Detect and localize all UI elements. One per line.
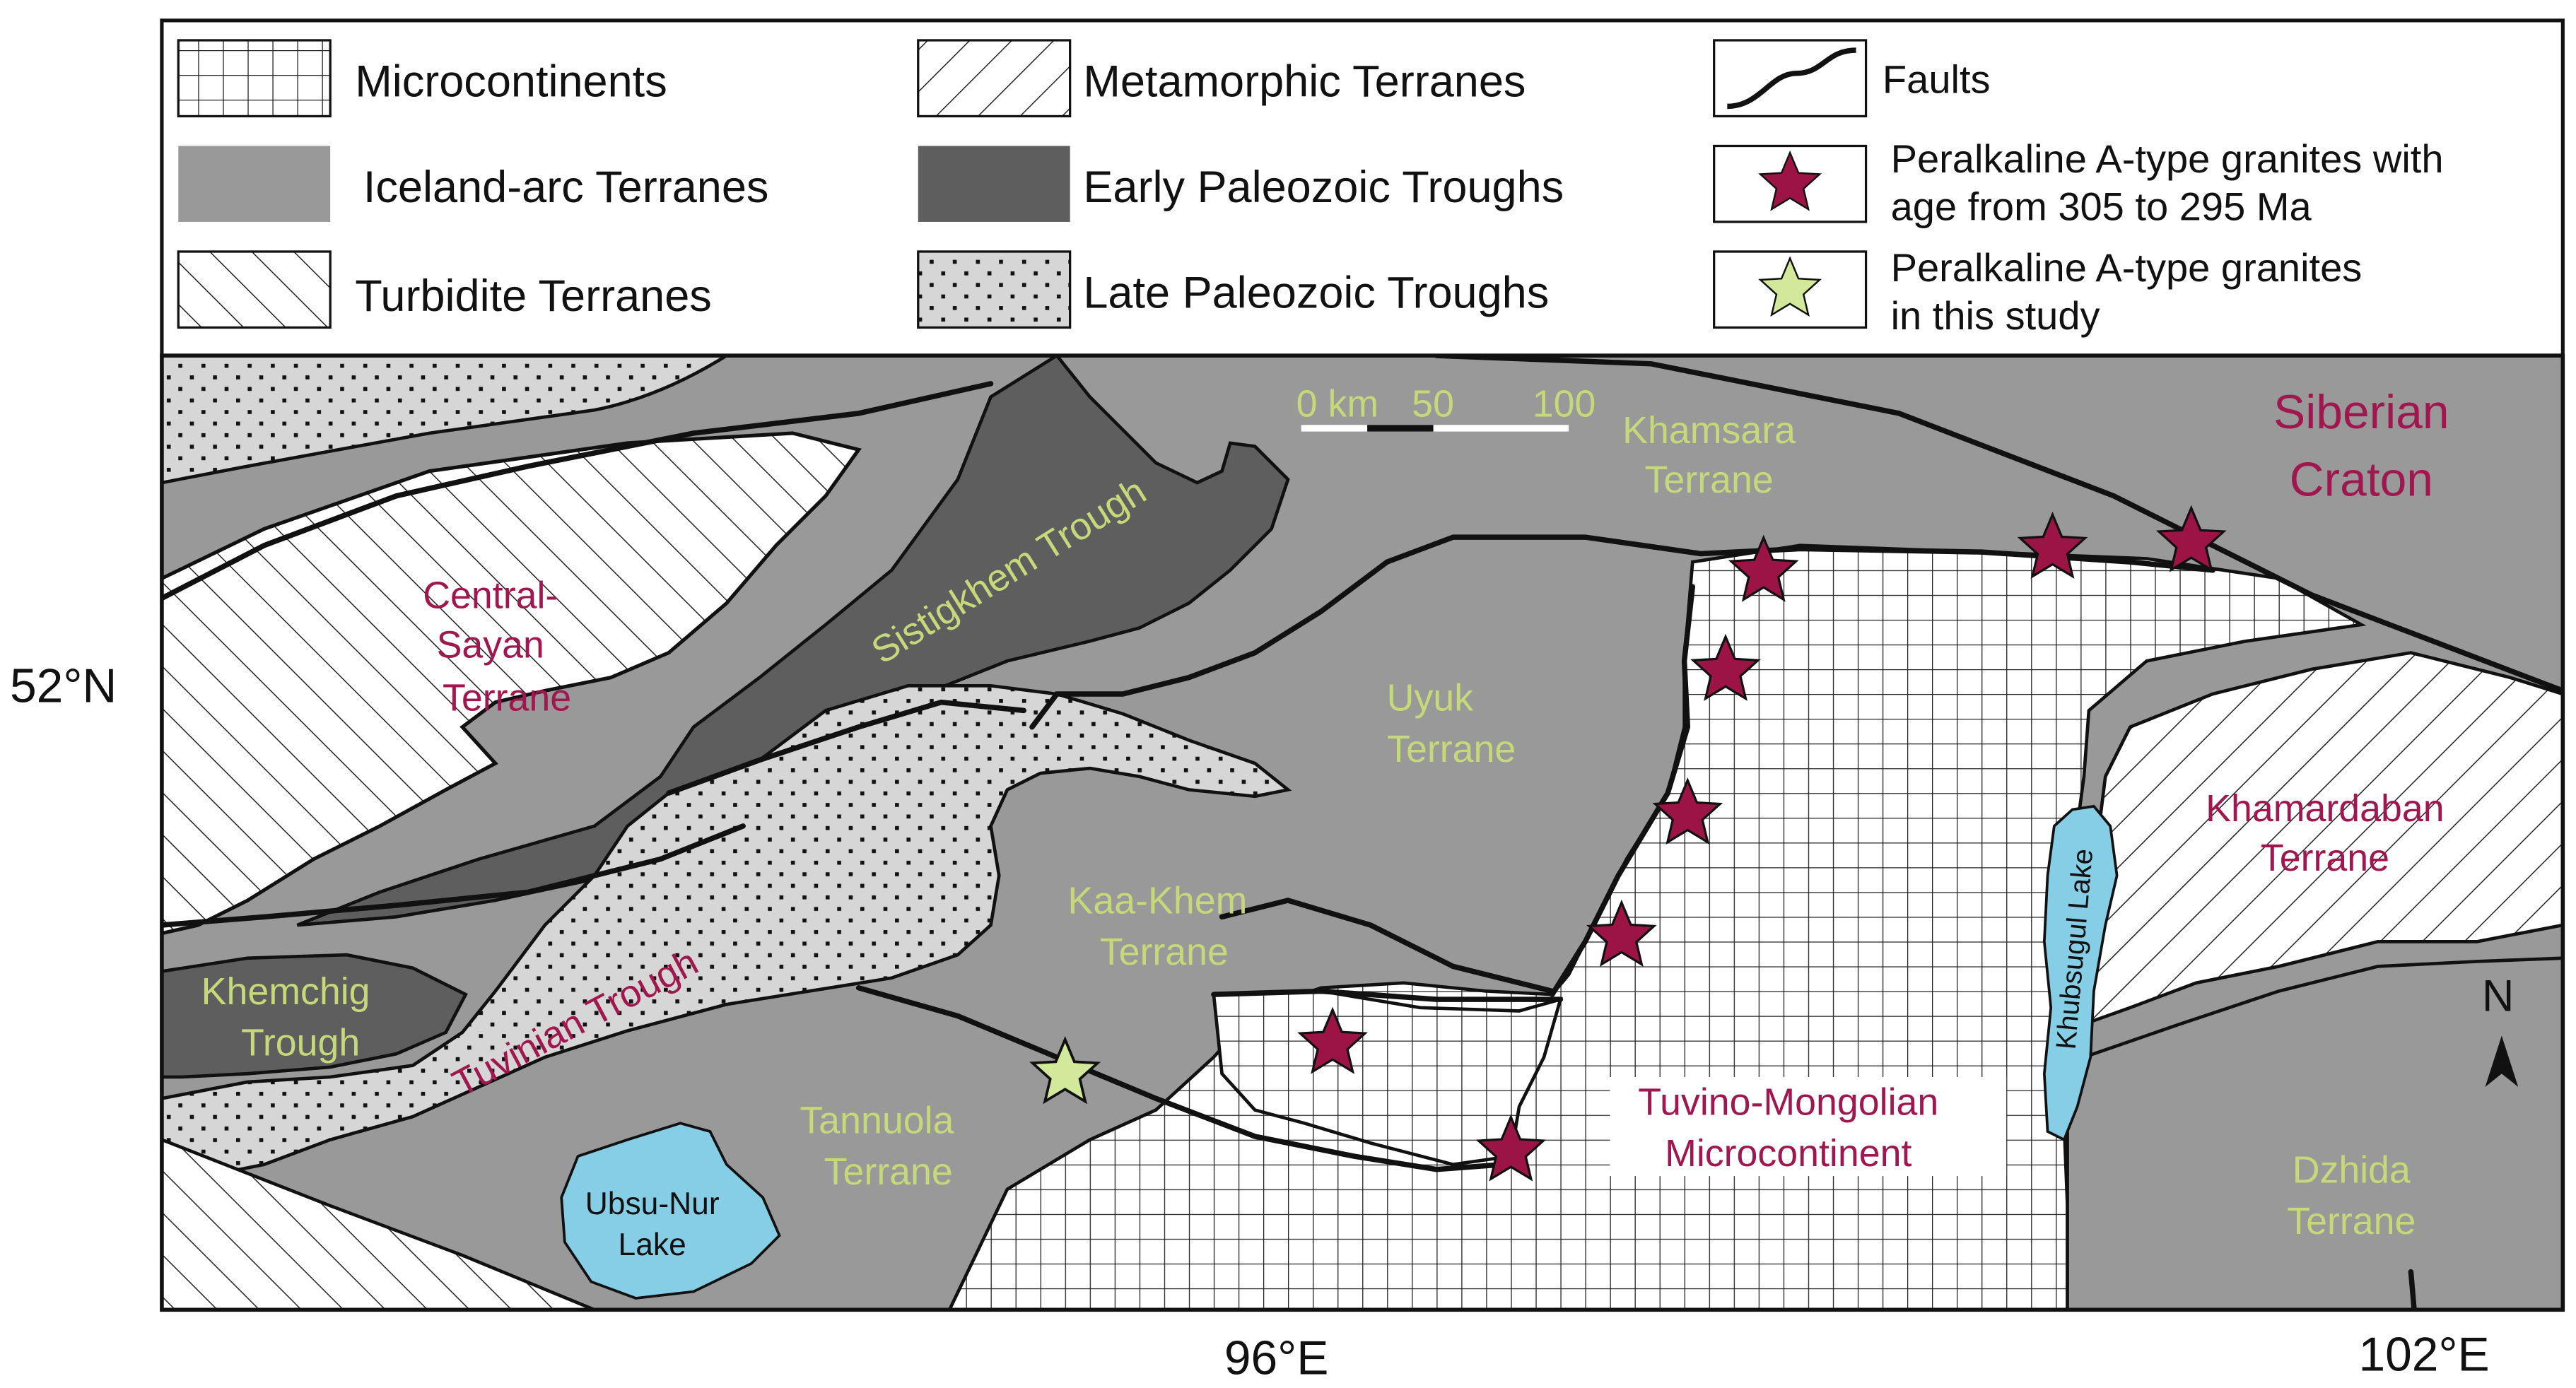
label-uyuk-1: Uyuk [1387,676,1474,719]
legend-label-turbidite: Turbidite Terranes [355,271,712,321]
label-siberian-craton-2: Craton [2290,454,2433,507]
label-uyuk-2: Terrane [1387,728,1516,770]
north-arrow-label: N [2482,971,2514,1021]
metamorphic-swatch [917,39,1072,118]
label-ubsu-nur-2: Lake [619,1228,686,1262]
scale-bar-track [1301,425,1569,432]
tuvino-label-background [1610,1076,2007,1177]
legend-item-star-green: Peralkaline A-type granites in this stud… [1713,245,2363,338]
central-sayan-terrane [161,431,862,936]
fault-line-kaa-khem [666,699,1026,796]
north-arrow: N [2482,971,2519,1087]
label-khamardaban-1: Khamardaban [2206,787,2444,830]
khemchig-trough [161,953,468,1079]
label-tuvino-mongolian-1: Tuvino-Mongolian [1638,1081,1938,1124]
legend-label-star-green-line1: Peralkaline A-type granites [1891,245,2363,290]
legend-item-microcontinents: Microcontinents [177,39,667,118]
ubsu-nur-lake [560,1122,781,1300]
coordinate-labels: 52°N 96°E 102°E [10,660,2490,1385]
label-siberian-craton-1: Siberian [2273,386,2449,439]
scale-label-mid: 50 [1412,383,1454,425]
fault-line-icon [1727,47,1856,110]
scale-bar-black-segment [1367,425,1434,432]
legend-label-star-green-line2: in this study [1891,293,2100,338]
legend-label-iceland-arc: Iceland-arc Terranes [363,163,769,212]
label-ubsu-nur-1: Ubsu-Nur [585,1187,720,1221]
tuvinian-trough [161,683,1292,1184]
fault-line-southwest [161,823,746,928]
late-paleozoic-swatch [917,250,1072,329]
fault-line-north-2 [1434,355,2563,694]
legend-item-iceland-arc: Iceland-arc Terranes [178,146,769,222]
fault-line-kaa-khem-south [1219,898,1555,994]
label-central-sayan-1: Central- [423,575,558,617]
turbidite-swatch [177,250,332,329]
legend-label-microcontinents: Microcontinents [355,57,667,106]
dzhida-terrane [2066,956,2563,1310]
fault-lines [161,355,2563,1310]
label-central-sayan-3: Terrane [443,676,571,719]
scale-label-zero: 0 km [1296,383,1378,425]
legend-label-faults: Faults [1883,57,1991,102]
longitude-label-102e: 102°E [2358,1329,2489,1382]
label-khamsara-1: Khamsara [1622,409,1796,452]
label-tannuola-2: Terrane [824,1151,953,1193]
legend-label-early-paleozoic: Early Paleozoic Troughs [1083,163,1564,212]
label-khemchig-1: Khemchig [201,970,370,1013]
label-central-sayan-2: Sayan [437,624,544,666]
label-kaa-khem-2: Terrane [1100,931,1229,973]
legend-item-turbidite: Turbidite Terranes [177,250,712,329]
label-dzhida-2: Terrane [2287,1200,2416,1242]
iceland-arc-swatch [178,146,331,222]
fault-line-tannuola [855,985,1506,1172]
legend-item-star-red: Peralkaline A-type granites with age fro… [1713,136,2444,229]
latitude-label-52n: 52°N [10,660,117,713]
label-tuvino-mongolian-2: Microcontinent [1665,1132,1911,1175]
label-dzhida-1: Dzhida [2293,1148,2411,1191]
legend-item-faults: Faults [1713,39,1991,118]
legend-label-late-paleozoic: Late Paleozoic Troughs [1083,268,1549,317]
fault-line-east [1550,584,1696,997]
legend: Microcontinents Iceland-arc Terranes Tur… [160,18,2565,358]
late-paleozoic-top-left [161,355,730,485]
scale-bar: 0 km 50 100 [1296,383,1596,432]
turbidite-bottom-left [161,1138,595,1310]
label-khamardaban-2: Terrane [2261,837,2389,879]
map-frame [160,353,2565,1312]
map-area: 0 km 50 100 N Siberian Craton Khamsara T… [160,353,2565,1312]
khubsugul-lake [2042,804,2119,1142]
legend-label-star-red-line2: age from 305 to 295 Ma [1891,184,2312,229]
north-arrow-icon [2485,1035,2519,1087]
legend-item-late-paleozoic: Late Paleozoic Troughs [917,250,1549,329]
fault-line-north-1 [161,381,994,601]
fault-line-central [1211,988,1564,1002]
legend-item-early-paleozoic: Early Paleozoic Troughs [918,146,1564,222]
label-khamsara-2: Terrane [1645,459,1774,501]
legend-frame [160,18,2565,358]
early-paleozoic-swatch [918,146,1070,222]
longitude-label-96e: 96°E [1224,1331,1329,1384]
legend-item-metamorphic: Metamorphic Terranes [917,39,1526,118]
scale-label-max: 100 [1533,383,1596,425]
fault-line-uyuk [1029,534,2215,730]
legend-label-star-red-line1: Peralkaline A-type granites with [1891,136,2444,181]
legend-label-metamorphic: Metamorphic Terranes [1083,57,1526,106]
label-tannuola-1: Tannuola [800,1099,954,1141]
fault-line-dzhida-tick [2408,1269,2417,1310]
label-kaa-khem-1: Kaa-Khem [1068,880,1248,922]
microcontinents-swatch [177,39,332,118]
label-khemchig-2: Trough [241,1022,360,1064]
